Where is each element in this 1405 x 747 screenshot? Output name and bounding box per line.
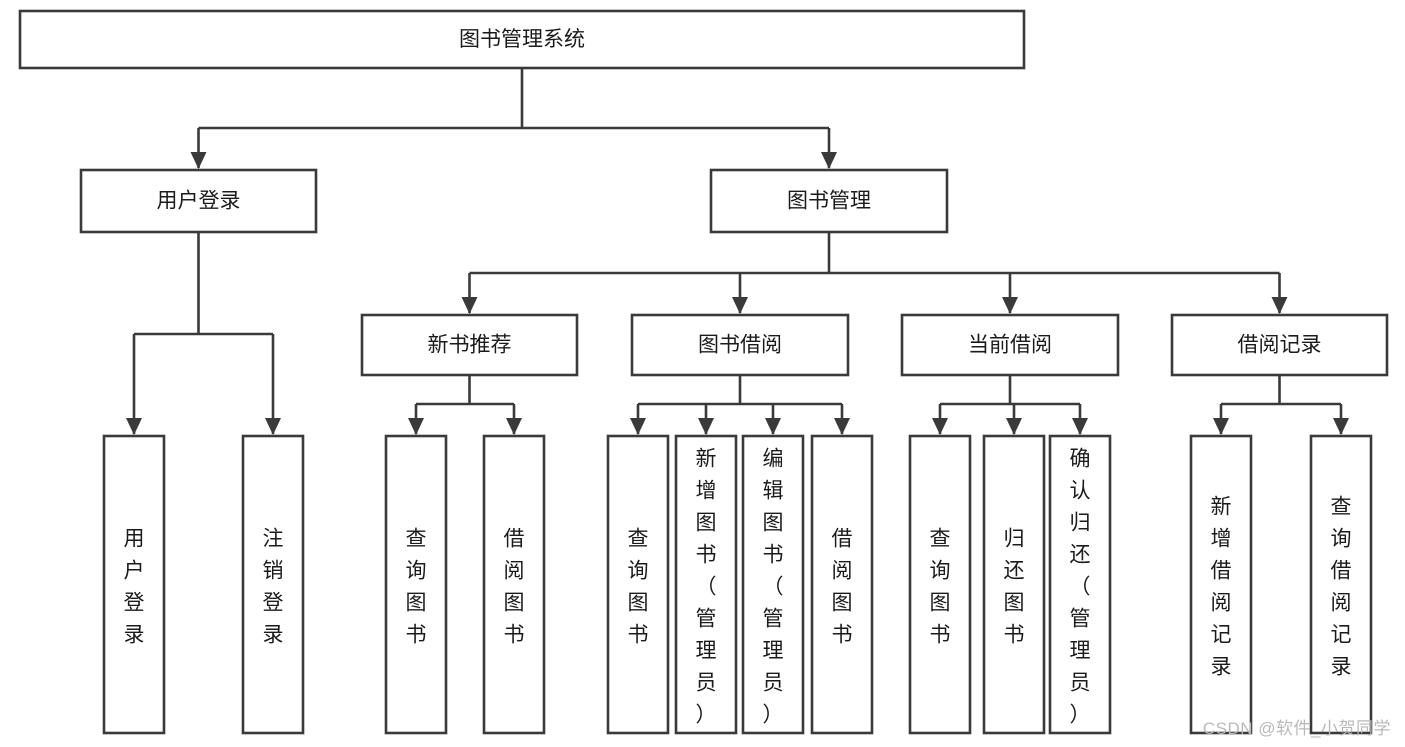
- arrow-head-icon: [732, 297, 748, 314]
- arrow-head-icon: [932, 418, 948, 435]
- node-root[interactable]: 图书管理系统: [18, 9, 1026, 70]
- node-label: 图书借阅: [698, 334, 782, 357]
- arrow-head-icon: [1072, 418, 1088, 435]
- arrow-head-icon: [126, 418, 142, 435]
- node-leaf-leaf-add-book-admin[interactable]: 新增图书（管理员）: [674, 434, 738, 735]
- connectors-layer: [126, 68, 1349, 435]
- arrow-head-icon: [630, 418, 646, 435]
- arrow-head-icon: [834, 418, 850, 435]
- node-level2-book-manage[interactable]: 图书管理: [709, 168, 949, 234]
- node-label: 借阅图书: [504, 527, 525, 646]
- node-level3-borrow-record[interactable]: 借阅记录: [1170, 313, 1389, 377]
- node-leaf-leaf-query-borrow-record[interactable]: 查询借阅记录: [1309, 434, 1373, 735]
- node-label: 新增图书（管理员）: [696, 447, 717, 726]
- node-label: 当前借阅: [968, 334, 1052, 357]
- node-label: 新增借阅记录: [1211, 495, 1232, 678]
- nodes-layer: 图书管理系统用户登录图书管理新书推荐图书借阅当前借阅借阅记录用户登录注销登录查询…: [18, 9, 1389, 735]
- node-label: 查询图书: [406, 527, 427, 646]
- arrow-head-icon: [1213, 418, 1229, 435]
- node-leaf-leaf-query-book-borrow[interactable]: 查询图书: [606, 434, 670, 735]
- node-leaf-leaf-borrow-book-rec[interactable]: 借阅图书: [482, 434, 546, 735]
- node-leaf-leaf-borrow-book[interactable]: 借阅图书: [810, 434, 874, 735]
- arrow-head-icon: [1006, 418, 1022, 435]
- node-label: 用户登录: [124, 527, 145, 646]
- node-label: 借阅图书: [832, 527, 853, 646]
- node-level3-book-borrow[interactable]: 图书借阅: [630, 313, 850, 377]
- node-label: 查询图书: [628, 527, 649, 646]
- node-leaf-leaf-user-login[interactable]: 用户登录: [102, 434, 166, 735]
- node-leaf-leaf-query-book-rec[interactable]: 查询图书: [384, 434, 448, 735]
- node-label: 用户登录: [157, 190, 241, 213]
- node-label: 查询借阅记录: [1331, 495, 1352, 678]
- arrow-head-icon: [190, 152, 207, 169]
- node-label: 归还图书: [1004, 527, 1025, 646]
- node-level2-user-login[interactable]: 用户登录: [79, 168, 318, 234]
- node-label: 新书推荐: [428, 334, 512, 357]
- node-label: 图书管理系统: [459, 28, 585, 51]
- arrow-head-icon: [265, 418, 281, 435]
- arrow-head-icon: [698, 418, 714, 435]
- node-level3-current-borrow[interactable]: 当前借阅: [900, 313, 1120, 377]
- node-label: 借阅记录: [1238, 334, 1322, 357]
- node-leaf-leaf-edit-book-admin[interactable]: 编辑图书（管理员）: [741, 434, 805, 735]
- node-label: 查询图书: [930, 527, 951, 646]
- arrow-head-icon: [461, 297, 478, 314]
- node-leaf-leaf-user-logout[interactable]: 注销登录: [241, 434, 305, 735]
- node-leaf-leaf-add-borrow-record[interactable]: 新增借阅记录: [1189, 434, 1253, 735]
- node-leaf-leaf-return-book[interactable]: 归还图书: [982, 434, 1046, 735]
- arrow-head-icon: [506, 418, 522, 435]
- arrow-head-icon: [408, 418, 424, 435]
- node-label: 编辑图书（管理员）: [763, 447, 784, 726]
- node-leaf-leaf-query-book-current[interactable]: 查询图书: [908, 434, 972, 735]
- node-level3-new-book-recommend[interactable]: 新书推荐: [360, 313, 579, 377]
- arrow-head-icon: [821, 152, 837, 169]
- node-label: 图书管理: [787, 190, 871, 213]
- arrow-head-icon: [765, 418, 781, 435]
- arrow-head-icon: [1002, 297, 1018, 314]
- watermark-label: CSDN @软件_小贺同学: [1202, 719, 1391, 738]
- arrow-head-icon: [1271, 297, 1288, 314]
- node-leaf-leaf-confirm-return-admin[interactable]: 确认归还（管理员）: [1048, 434, 1112, 735]
- node-label: 确认归还（管理员）: [1070, 447, 1091, 726]
- node-label: 注销登录: [263, 527, 284, 646]
- arrow-head-icon: [1333, 418, 1349, 435]
